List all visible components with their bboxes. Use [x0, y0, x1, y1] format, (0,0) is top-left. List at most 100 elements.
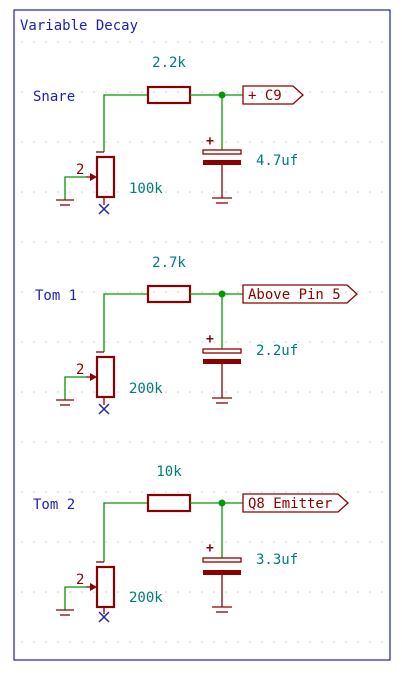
grid-dot	[345, 91, 347, 93]
grid-dot	[225, 591, 227, 593]
resistor[interactable]	[146, 284, 192, 304]
grid-dot	[225, 541, 227, 543]
grid-dot	[285, 241, 287, 243]
grid-dot	[69, 591, 71, 593]
grid-dot	[285, 641, 287, 643]
grid-dot	[33, 591, 35, 593]
net-label-text: Q8 Emitter	[248, 496, 332, 512]
grid-dot	[309, 141, 311, 143]
grid-dot	[345, 391, 347, 393]
wire-pot-to-resistor	[103, 94, 148, 152]
grid-dot	[201, 241, 203, 243]
capacitor-positive-plate[interactable]	[202, 149, 242, 155]
grid-dot	[309, 241, 311, 243]
grid-dot	[57, 391, 59, 393]
capacitor-positive-plate[interactable]	[202, 557, 242, 563]
grid-dot	[225, 641, 227, 643]
grid-dot	[117, 41, 119, 43]
grid-dot	[93, 641, 95, 643]
circuit-tom-2[interactable]: Tom 2 10k Q8 Emitter + 3.3uf 2 200k	[33, 464, 349, 623]
grid-dot	[93, 341, 95, 343]
pot-wiper-arrow	[90, 583, 97, 591]
capacitor-negative-plate[interactable]	[203, 160, 241, 165]
capacitor-negative-plate[interactable]	[203, 570, 241, 575]
grid-dot	[273, 641, 275, 643]
grid-dot	[45, 291, 47, 293]
potentiometer[interactable]	[95, 155, 116, 199]
grid-dot	[381, 541, 383, 543]
grid-dot	[273, 591, 275, 593]
grid-dot	[129, 241, 131, 243]
circuit-tom-1[interactable]: Tom 1 2.7k Above Pin 5 + 2.2uf 2 200k	[35, 255, 358, 415]
grid-dot	[381, 291, 383, 293]
grid-dot	[21, 241, 23, 243]
capacitor-value: 3.3uf	[256, 552, 298, 568]
net-label-flag[interactable]	[242, 493, 349, 513]
grid-dot	[141, 491, 143, 493]
grid-dot	[249, 541, 251, 543]
grid-dot	[129, 341, 131, 343]
grid-dot	[201, 591, 203, 593]
grid-dot	[333, 591, 335, 593]
grid-dot	[57, 291, 59, 293]
capacitor-value: 2.2uf	[256, 343, 298, 359]
circuit-name: Tom 2	[33, 497, 75, 513]
grid-dot	[321, 41, 323, 43]
grid-dot	[45, 591, 47, 593]
grid-dot	[369, 141, 371, 143]
grid-dot	[177, 341, 179, 343]
pot-pin-number: 2	[76, 162, 84, 178]
grid-dot	[141, 541, 143, 543]
grid-dot	[117, 341, 119, 343]
grid-dot	[81, 191, 83, 193]
grid-dot	[105, 91, 107, 93]
grid-dot	[381, 191, 383, 193]
grid-dot	[273, 441, 275, 443]
grid-dot	[105, 541, 107, 543]
net-label-flag[interactable]	[242, 284, 358, 304]
grid-dot	[237, 241, 239, 243]
potentiometer[interactable]	[95, 355, 116, 399]
grid-dot	[225, 341, 227, 343]
pot-value: 200k	[129, 590, 163, 606]
grid-dot	[69, 341, 71, 343]
grid-dot	[177, 491, 179, 493]
grid-dot	[165, 191, 167, 193]
capacitor-polarity-mark: +	[206, 332, 214, 347]
grid-dot	[165, 441, 167, 443]
grid-dot	[69, 541, 71, 543]
grid-dot	[117, 391, 119, 393]
grid-dot	[189, 391, 191, 393]
grid-dot	[309, 41, 311, 43]
grid-dot	[381, 41, 383, 43]
grid-dot	[213, 241, 215, 243]
grid-dot	[213, 341, 215, 343]
grid-dot	[141, 41, 143, 43]
capacitor-negative-plate[interactable]	[203, 359, 241, 364]
grid-dot	[201, 191, 203, 193]
net-label-flag[interactable]	[242, 85, 304, 105]
grid-dot	[237, 141, 239, 143]
grid-dot	[237, 341, 239, 343]
grid-dot	[189, 241, 191, 243]
potentiometer[interactable]	[95, 565, 116, 609]
grid-dot	[141, 141, 143, 143]
resistor[interactable]	[146, 85, 192, 105]
grid-dot	[45, 141, 47, 143]
grid-dot	[213, 41, 215, 43]
grid-dot	[153, 341, 155, 343]
grid-dot	[129, 441, 131, 443]
grid-dot	[21, 541, 23, 543]
pot-value: 100k	[129, 181, 163, 197]
grid-dot	[189, 191, 191, 193]
grid-dot	[81, 441, 83, 443]
grid-dot	[225, 141, 227, 143]
grid-dot	[249, 191, 251, 193]
capacitor-positive-plate[interactable]	[202, 348, 242, 354]
grid-dot	[129, 591, 131, 593]
grid-dot	[225, 491, 227, 493]
capacitor-value: 4.7uf	[256, 153, 298, 169]
circuit-snare[interactable]: Snare 2.2k + C9 + 4.7uf 2 100k	[33, 55, 304, 215]
grid-dot	[33, 541, 35, 543]
resistor[interactable]	[146, 493, 192, 513]
